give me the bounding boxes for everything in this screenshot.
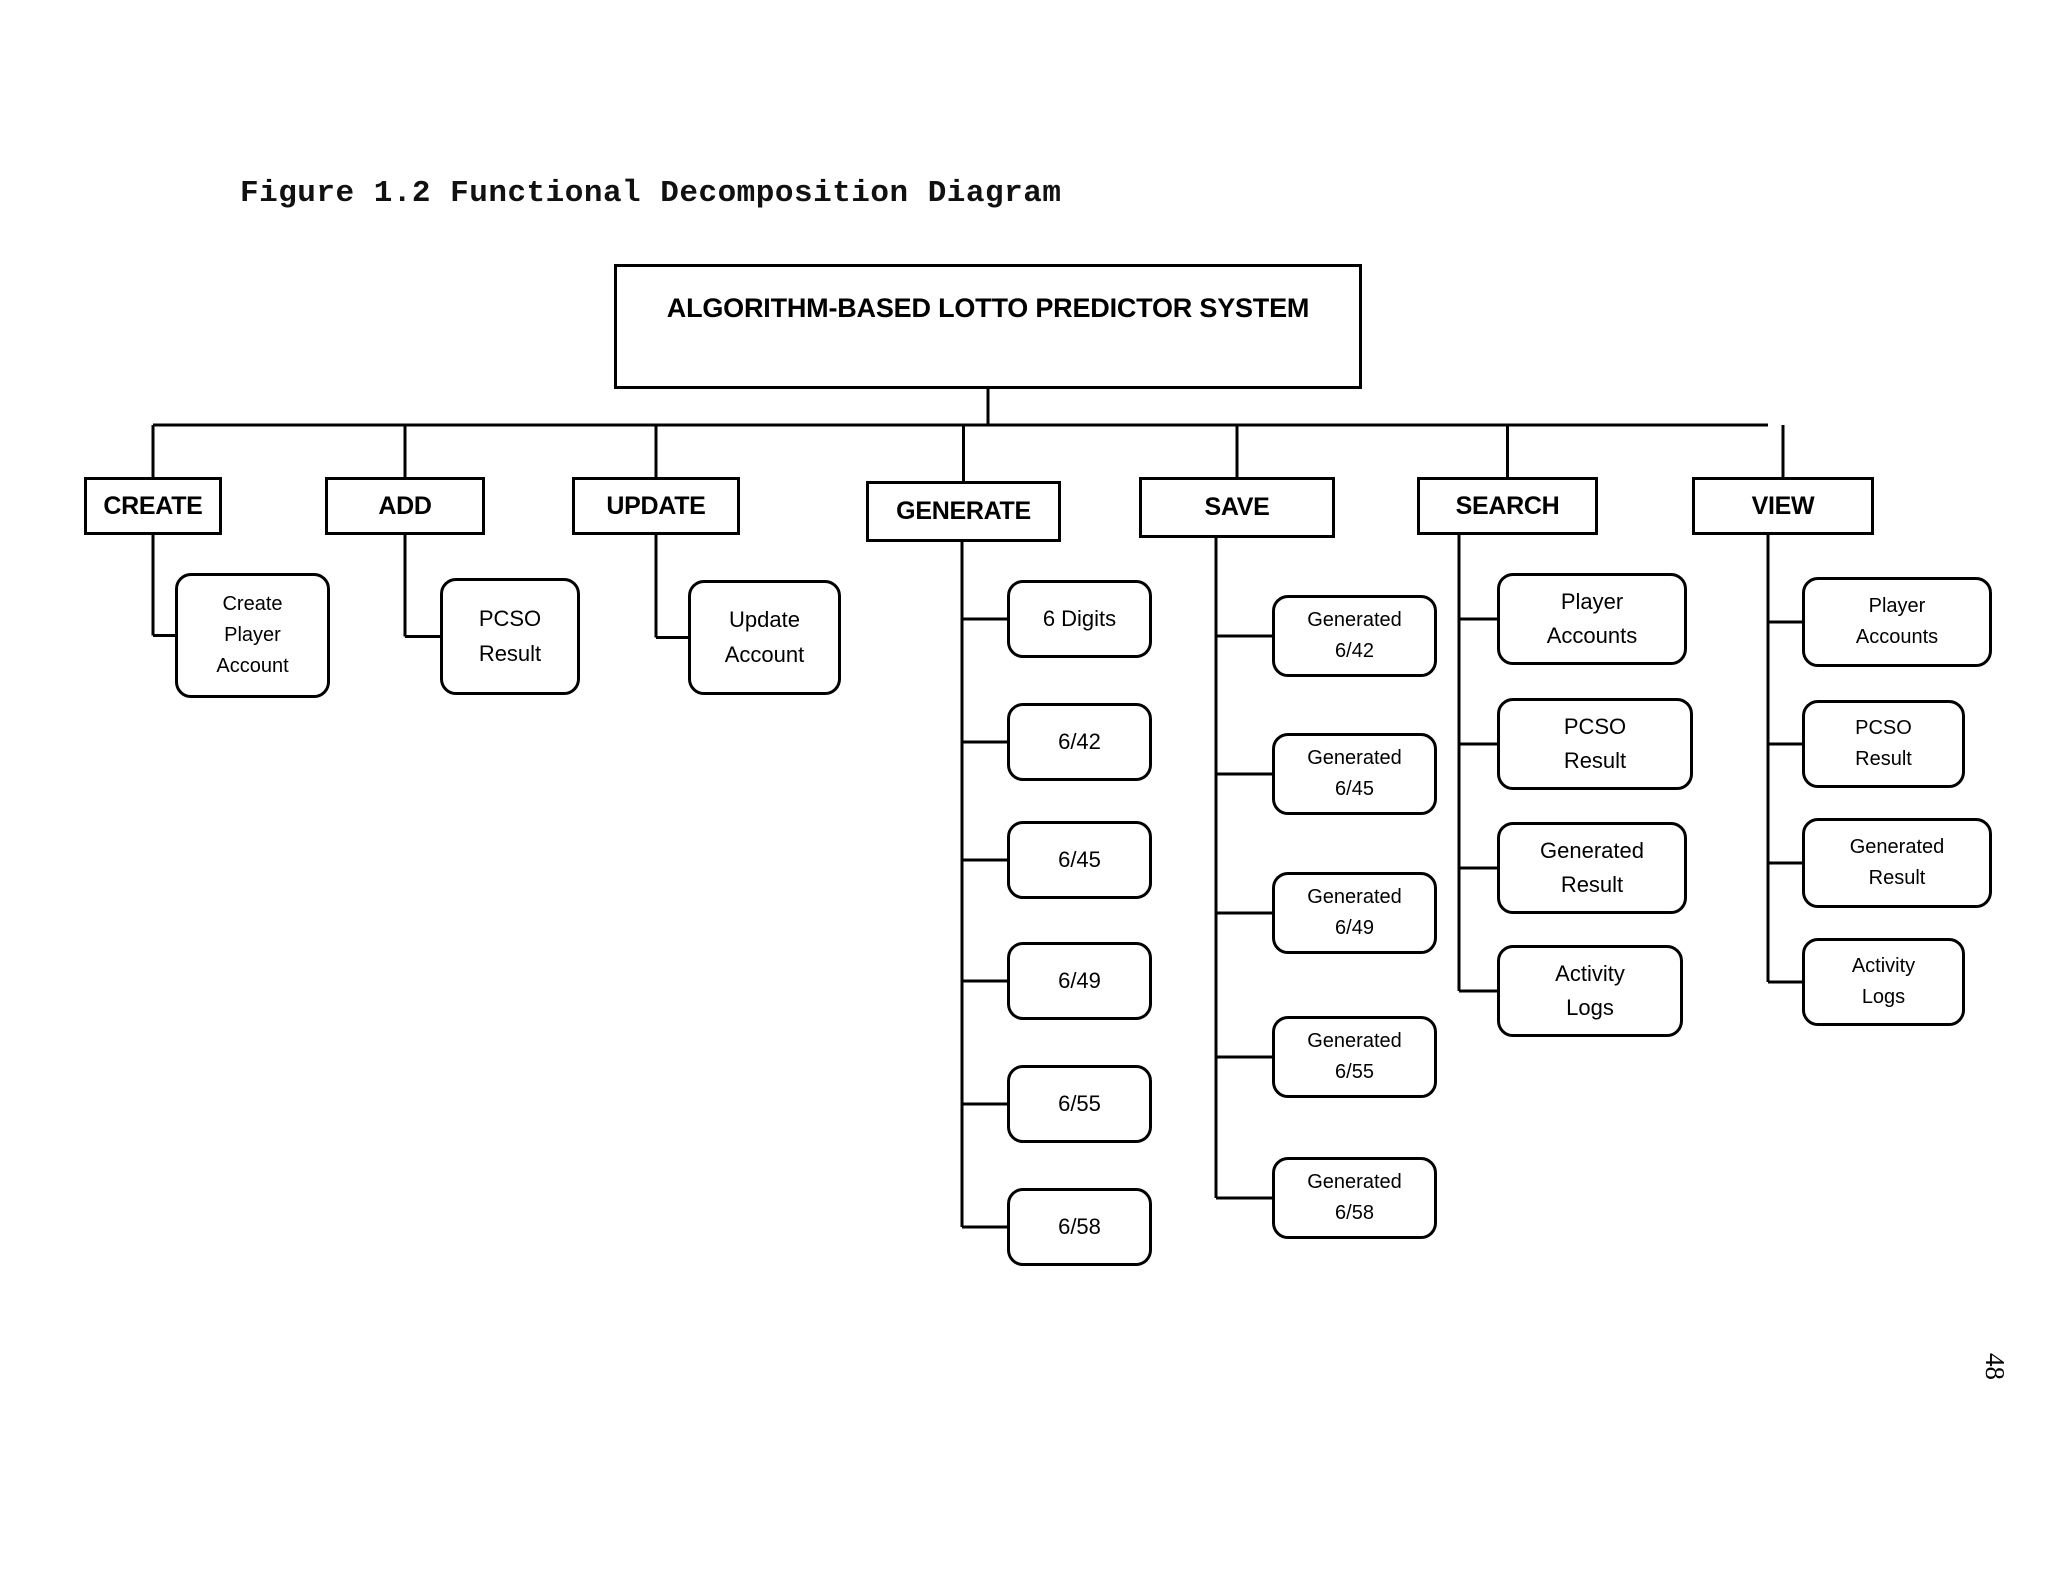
node-label: 6 Digits	[1042, 605, 1117, 631]
node-label: ADD	[378, 491, 432, 520]
node-label: SAVE	[1204, 493, 1270, 521]
page-number: 48	[1980, 1353, 2010, 1380]
node-label: GENERATE	[896, 497, 1031, 525]
node-leaf-generate-1: 6/42	[1007, 703, 1152, 781]
node-label: CREATE	[103, 491, 203, 520]
node-leaf-generate-4: 6/55	[1007, 1065, 1152, 1143]
node-branch-generate: GENERATE	[866, 481, 1061, 542]
node-leaf-generate-3: 6/49	[1007, 942, 1152, 1020]
node-label: 6/55	[1058, 1090, 1101, 1116]
node-label: SEARCH	[1455, 491, 1560, 520]
node-leaf-generate-5: 6/58	[1007, 1188, 1152, 1266]
node-label: 6/45	[1058, 846, 1101, 872]
node-label: 6/49	[1058, 967, 1101, 993]
node-label: UPDATE	[606, 491, 706, 520]
node-leaf-generate-0: 6 Digits	[1007, 580, 1152, 658]
node-branch-create: CREATE	[84, 477, 222, 535]
node-label: ALGORITHM-BASED LOTTO PREDICTOR SYSTEM	[666, 293, 1310, 323]
node-label: 6/58	[1058, 1213, 1101, 1239]
node-branch-save: SAVE	[1139, 477, 1335, 538]
node-label: 6/42	[1058, 728, 1101, 754]
node-branch-search: SEARCH	[1417, 477, 1598, 535]
node-branch-add: ADD	[325, 477, 485, 535]
node-label: VIEW	[1751, 491, 1815, 520]
node-root-system: ALGORITHM-BASED LOTTO PREDICTOR SYSTEM	[614, 264, 1362, 389]
node-leaf-generate-2: 6/45	[1007, 821, 1152, 899]
node-branch-update: UPDATE	[572, 477, 740, 535]
node-branch-view: VIEW	[1692, 477, 1874, 535]
figure-title: Figure 1.2 Functional Decomposition Diag…	[240, 176, 1062, 211]
